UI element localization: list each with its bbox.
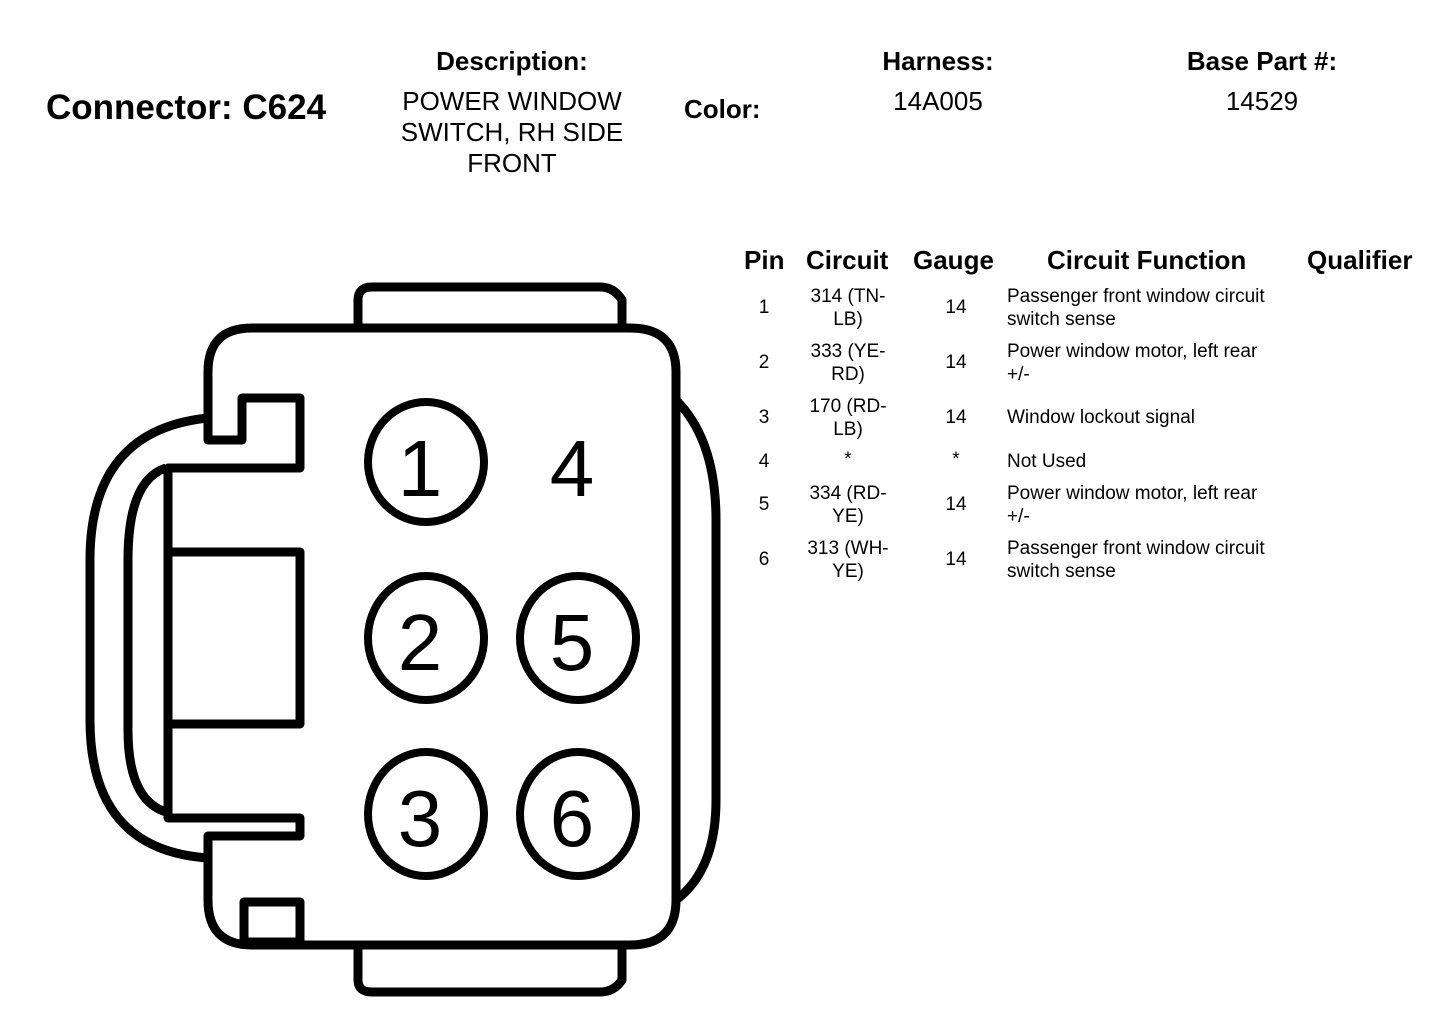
- circuit-line: 334 (RD-: [809, 483, 887, 504]
- pin-6-label: 6: [550, 774, 595, 863]
- function-line: Not Used: [1007, 451, 1087, 472]
- circuit-line: *: [844, 449, 852, 470]
- pin-1-cavity: [364, 398, 488, 526]
- description-line: FRONT: [467, 148, 557, 178]
- circuit-cell: 314 (TN- LB): [798, 285, 898, 331]
- connector-diagram: 1 2 3 4 5 6: [85, 282, 721, 997]
- pin-3-cavity: [364, 748, 488, 880]
- function-line: Power window motor, left rear: [1007, 341, 1258, 362]
- col-header-pin: Pin: [744, 245, 785, 275]
- function-cell: Passenger front window circuit switch se…: [1007, 285, 1307, 331]
- circuit-cell: 334 (RD- YE): [798, 482, 898, 528]
- pin-cell: 1: [758, 297, 770, 318]
- gauge-cell: 14: [945, 297, 967, 318]
- description-line: SWITCH, RH SIDE: [400, 117, 624, 147]
- description-value: POWER WINDOW SWITCH, RH SIDE FRONT: [362, 86, 662, 179]
- function-line: Passenger front window circuit: [1007, 286, 1265, 307]
- circuit-cell: 313 (WH- YE): [798, 537, 898, 583]
- pin-cell: 2: [758, 352, 770, 373]
- col-header-circuit-function: Circuit Function: [1047, 245, 1247, 275]
- function-cell: Power window motor, left rear +/-: [1007, 482, 1307, 528]
- base-part-value: 14529: [1225, 86, 1299, 116]
- top-latch-tab: [353, 282, 627, 328]
- circuit-cell: 170 (RD- LB): [798, 395, 898, 441]
- left-side-slot: [163, 547, 305, 729]
- gauge-cell: *: [952, 449, 960, 470]
- function-line: +/-: [1007, 506, 1030, 527]
- connector-title: Connector: C624: [46, 88, 327, 127]
- function-line: Power window motor, left rear: [1007, 483, 1258, 504]
- pin-3-label: 3: [398, 774, 443, 863]
- function-line: switch sense: [1007, 309, 1116, 330]
- pin-cell: 4: [758, 451, 770, 472]
- bottom-latch-tab: [353, 945, 627, 997]
- pin-2-cavity: [364, 572, 488, 704]
- left-latch-arm-inner: [123, 463, 168, 817]
- pin-6-cavity: [516, 748, 640, 880]
- col-header-circuit: Circuit: [806, 245, 889, 275]
- gauge-cell: 14: [945, 407, 967, 428]
- function-cell: Not Used: [1007, 450, 1307, 473]
- description-line: POWER WINDOW: [402, 86, 622, 116]
- function-line: switch sense: [1007, 561, 1116, 582]
- circuit-line: LB): [833, 309, 863, 330]
- function-line: +/-: [1007, 364, 1030, 385]
- circuit-line: 313 (WH-: [807, 538, 889, 559]
- circuit-line: RD): [831, 364, 865, 385]
- pin-cell: 5: [758, 494, 770, 515]
- function-cell: Power window motor, left rear +/-: [1007, 340, 1307, 386]
- function-cell: Window lockout signal: [1007, 406, 1307, 429]
- gauge-cell: 14: [945, 352, 967, 373]
- pin-1-label: 1: [398, 424, 443, 513]
- harness-label: Harness:: [882, 46, 994, 76]
- circuit-line: 170 (RD-: [809, 396, 887, 417]
- pin-2-label: 2: [398, 598, 443, 687]
- circuit-line: YE): [832, 506, 864, 527]
- function-line: Passenger front window circuit: [1007, 538, 1265, 559]
- circuit-line: YE): [832, 561, 864, 582]
- col-header-qualifier: Qualifier: [1307, 245, 1413, 275]
- pin-5-label: 5: [550, 598, 595, 687]
- right-side-rib: [672, 396, 721, 904]
- gauge-cell: 14: [945, 494, 967, 515]
- color-label: Color:: [684, 94, 761, 124]
- base-part-label: Base Part #:: [1186, 46, 1338, 76]
- left-latch-arm-outer: [85, 413, 209, 863]
- function-line: Window lockout signal: [1007, 407, 1195, 428]
- circuit-cell: 333 (YE- RD): [798, 340, 898, 386]
- circuit-line: 333 (YE-: [810, 341, 886, 362]
- circuit-cell: *: [798, 448, 898, 471]
- col-header-gauge: Gauge: [913, 245, 994, 275]
- lower-key-notch: [239, 897, 305, 947]
- circuit-line: LB): [833, 419, 863, 440]
- circuit-line: 314 (TN-: [810, 286, 886, 307]
- pin-5-cavity: [516, 572, 640, 704]
- pin-cell: 6: [758, 549, 770, 570]
- pin-cell: 3: [758, 407, 770, 428]
- function-cell: Passenger front window circuit switch se…: [1007, 537, 1307, 583]
- description-label: Description:: [436, 46, 588, 76]
- gauge-cell: 14: [945, 549, 967, 570]
- pin-4-label: 4: [550, 424, 595, 513]
- harness-value: 14A005: [893, 86, 983, 116]
